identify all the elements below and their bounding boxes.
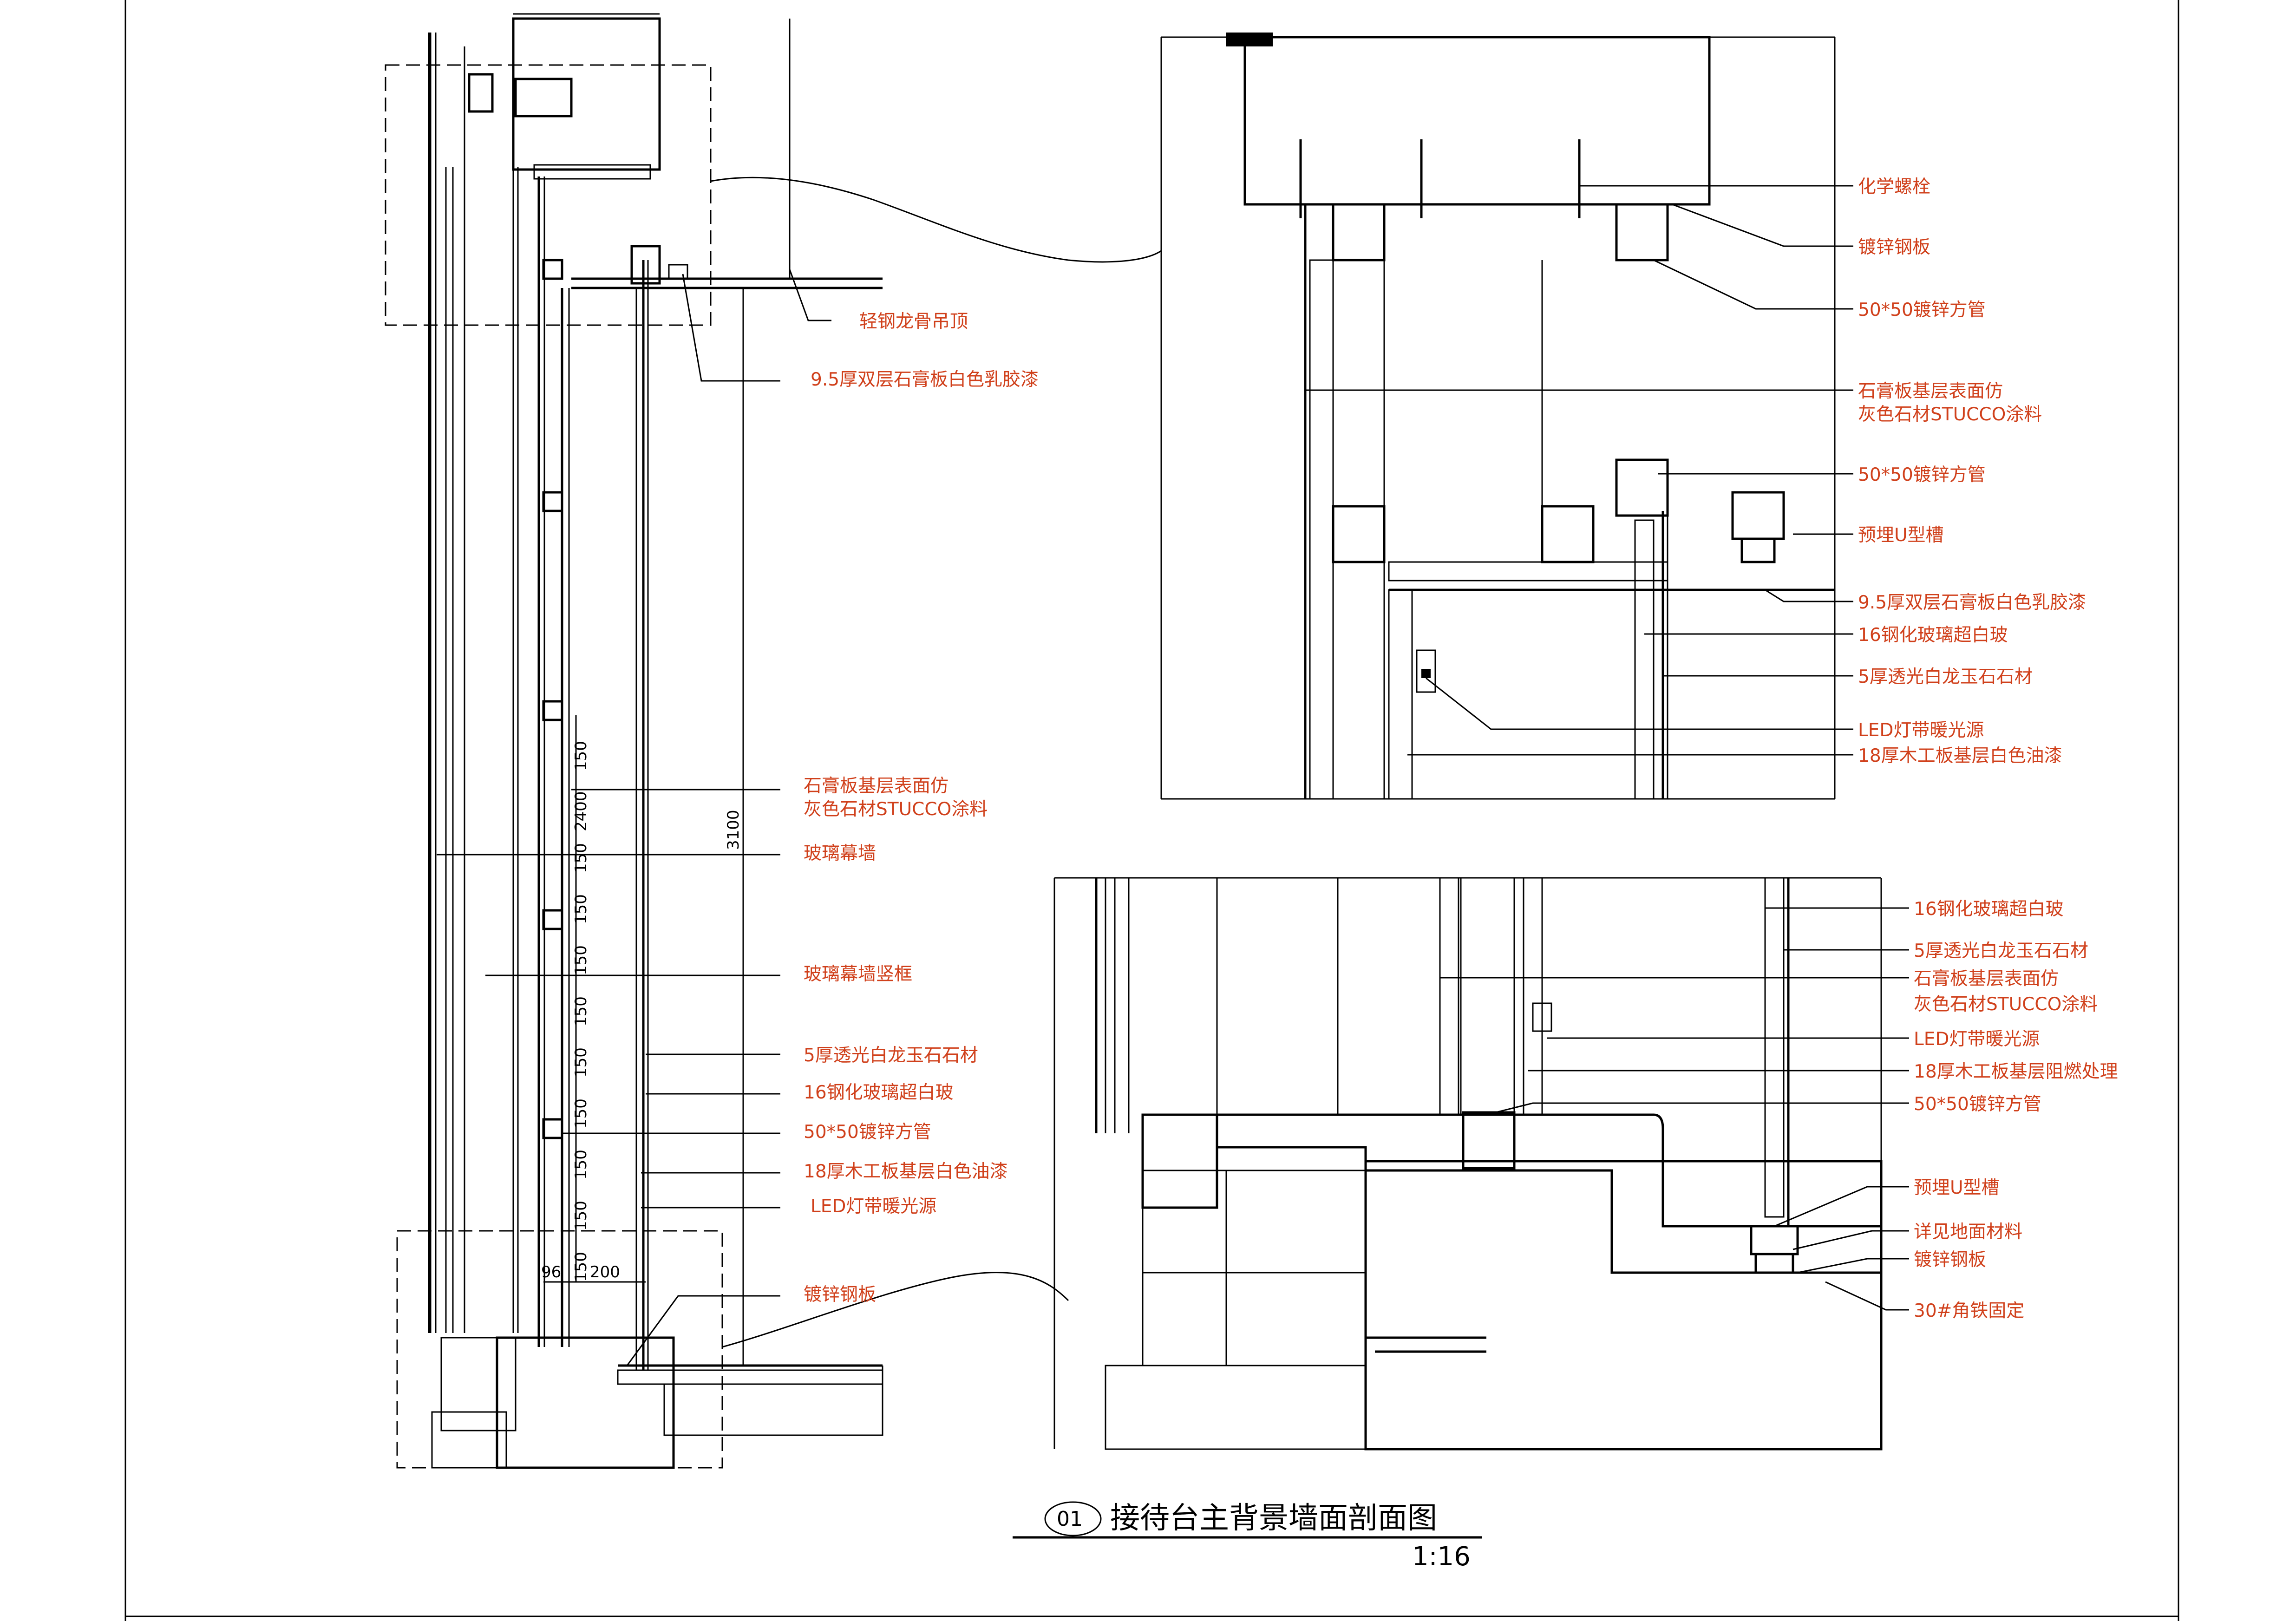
label-floor-material: 详见地面材料: [1914, 1222, 2022, 1242]
label-gypsum-stucco-1: 石膏板基层表面仿: [1858, 381, 2003, 402]
left-section: [385, 13, 1162, 1469]
label-led-strip: LED灯带暖光源: [1914, 1029, 2040, 1050]
top-right-section: [1160, 33, 1853, 800]
label-plywood-white: 18厚木工板基层白色油漆: [804, 1161, 1008, 1182]
label-galvanized-plate: 镀锌钢板: [1914, 1249, 1986, 1270]
label-tempered-glass: 16钢化玻璃超白玻: [1858, 625, 2008, 646]
label-u-channel: 预埋U型槽: [1858, 525, 1944, 546]
label-steel-tube: 50*50镀锌方管: [1858, 300, 1986, 320]
label-u-channel: 预埋U型槽: [1914, 1177, 2000, 1198]
dim-150: 150: [572, 1098, 590, 1129]
label-led-strip: LED灯带暖光源: [811, 1196, 936, 1217]
dim-150: 150: [572, 1150, 590, 1180]
label-plywood-fireproof: 18厚木工板基层阻燃处理: [1914, 1061, 2118, 1082]
label-light-steel-ceiling: 轻钢龙骨吊顶: [859, 311, 968, 332]
drawing-scale: 1:16: [1412, 1542, 1471, 1572]
dim-150: 150: [572, 741, 590, 771]
label-tempered-glass: 16钢化玻璃超白玻: [804, 1082, 954, 1103]
label-translucent-stone: 5厚透光白龙玉石石材: [1914, 941, 2088, 961]
dim-2400: 2400: [572, 791, 590, 831]
label-steel-tube: 50*50镀锌方管: [804, 1122, 931, 1143]
label-gypsum-latex: 9.5厚双层石膏板白色乳胶漆: [1858, 592, 2086, 613]
dim-150: 150: [572, 843, 590, 873]
label-tempered-glass: 16钢化玻璃超白玻: [1914, 899, 2064, 920]
drawing-title: 接待台主背景墙面剖面图: [1110, 1501, 1437, 1536]
label-translucent-stone: 5厚透光白龙玉石石材: [804, 1045, 978, 1066]
dim-150: 150: [572, 1252, 590, 1282]
label-steel-tube: 50*50镀锌方管: [1858, 464, 1986, 485]
label-steel-tube: 50*50镀锌方管: [1914, 1094, 2041, 1115]
label-galvanized-plate: 镀锌钢板: [1858, 237, 1930, 258]
dim-150: 150: [572, 945, 590, 975]
drawing-number: 01: [1057, 1507, 1083, 1531]
label-plywood-white: 18厚木工板基层白色油漆: [1858, 745, 2062, 766]
label-gypsum-stucco-2: 灰色石材STUCCO涂料: [1858, 404, 2042, 425]
label-glass-curtain-wall: 玻璃幕墙: [804, 843, 876, 864]
label-led-strip: LED灯带暖光源: [1858, 720, 1984, 741]
label-chemical-bolt: 化学螺栓: [1858, 176, 1930, 197]
bottom-right-section: [1053, 877, 1909, 1451]
label-angle-iron: 30#角铁固定: [1914, 1301, 2024, 1321]
dim-96: 96: [541, 1263, 561, 1281]
label-translucent-stone: 5厚透光白龙玉石石材: [1858, 667, 2033, 687]
label-gypsum-stucco-1: 石膏板基层表面仿: [1914, 968, 2059, 989]
label-curtain-mullion: 玻璃幕墙竖框: [804, 964, 912, 985]
label-gypsum-stucco-1: 石膏板基层表面仿: [804, 776, 948, 797]
dim-150: 150: [572, 894, 590, 924]
label-gypsum-stucco-2: 灰色石材STUCCO涂料: [804, 799, 988, 820]
dim-3100: 3100: [724, 810, 743, 850]
label-gypsum-latex: 9.5厚双层石膏板白色乳胶漆: [811, 369, 1039, 390]
dim-150: 150: [572, 1201, 590, 1231]
dim-150: 150: [572, 1047, 590, 1078]
label-galvanized-plate: 镀锌钢板: [804, 1284, 876, 1305]
dim-200: 200: [590, 1263, 620, 1281]
label-gypsum-stucco-2: 灰色石材STUCCO涂料: [1914, 994, 2098, 1015]
title-block: 01 接待台主背景墙面剖面图 1:16: [1013, 1501, 1482, 1572]
dim-150: 150: [572, 996, 590, 1026]
